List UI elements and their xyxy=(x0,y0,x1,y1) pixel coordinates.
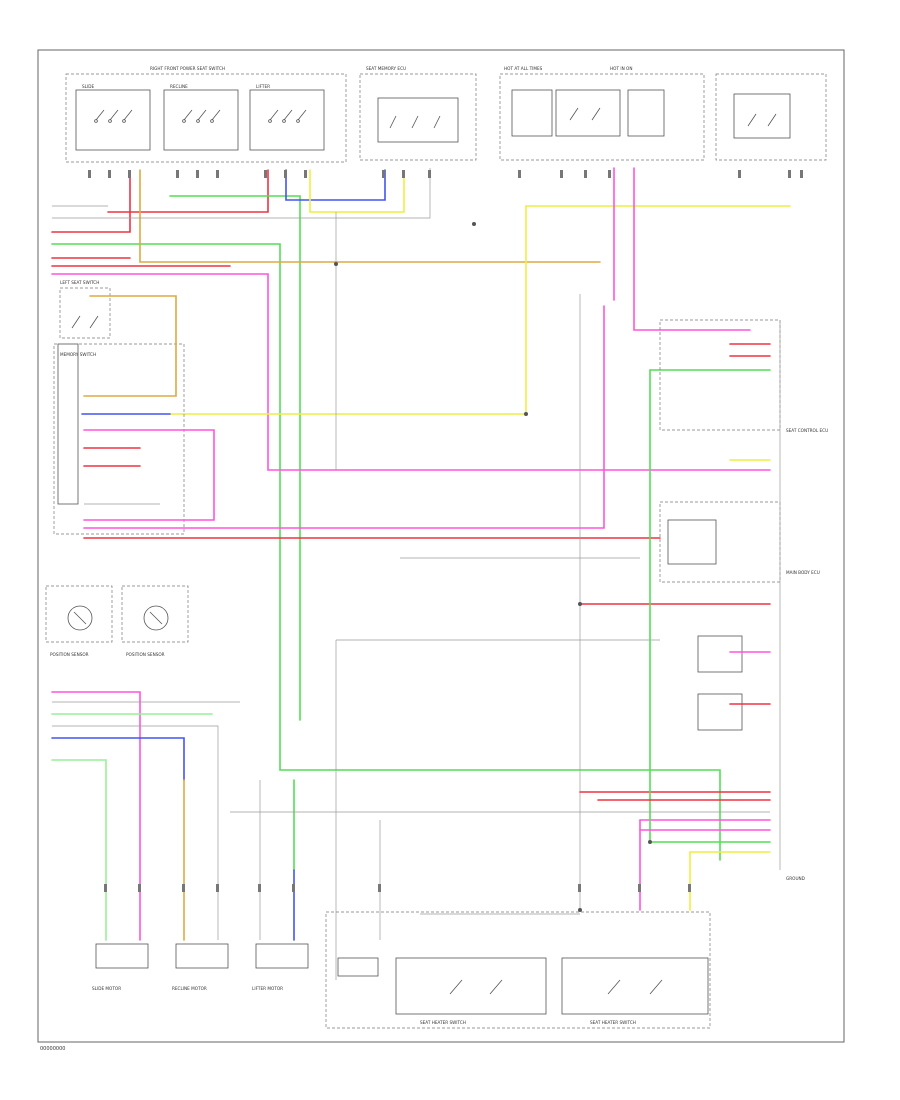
bottom-switch-boxes xyxy=(325,911,711,1029)
label-pos-sensor-a: POSITION SENSOR xyxy=(50,652,89,657)
label-bottom-motor-c: LIFTER MOTOR xyxy=(252,986,283,991)
left-lower-wires xyxy=(51,691,295,941)
bottom-motor-boxes xyxy=(95,943,379,977)
label-right-ecu: MAIN BODY ECU xyxy=(786,570,820,575)
label-fuse-b: HOT IN ON xyxy=(610,66,632,71)
label-mem-sw: MEMORY SWITCH xyxy=(60,352,96,357)
top-right-boxes xyxy=(499,73,827,161)
top-ecu-box xyxy=(359,73,477,161)
top-wire-bus xyxy=(51,168,791,861)
label-bottom-motor-a: SLIDE MOTOR xyxy=(92,986,121,991)
label-left-sw: LEFT SEAT SWITCH xyxy=(60,280,99,285)
right-ecu-column xyxy=(597,319,781,870)
label-bottom-sw-b: SEAT HEATER SWITCH xyxy=(590,1020,636,1025)
label-top-sw-group: RIGHT FRONT POWER SEAT SWITCH xyxy=(150,66,225,71)
label-bottom-motor-b: RECLINE MOTOR xyxy=(172,986,207,991)
splice-points xyxy=(334,222,652,912)
top-switch-group xyxy=(65,73,347,163)
label-bottom-sw-a: SEAT HEATER SWITCH xyxy=(420,1020,466,1025)
footer-code: 00000000 xyxy=(40,1046,65,1052)
label-fuse-a: HOT AT ALL TIMES xyxy=(504,66,543,71)
label-ecu-top: SEAT MEMORY ECU xyxy=(366,66,406,71)
label-ctrl-ecu: SEAT CONTROL ECU xyxy=(786,428,828,433)
diagram-frame xyxy=(37,49,845,1043)
label-pos-sensor-b: POSITION SENSOR xyxy=(126,652,165,657)
position-sensors xyxy=(45,585,189,643)
label-sw-a: SLIDE xyxy=(82,84,94,89)
label-ground: GROUND xyxy=(786,876,805,881)
label-sw-c: LIFTER xyxy=(256,84,270,89)
center-wires xyxy=(230,167,771,980)
left-switch-group xyxy=(53,287,661,539)
label-sw-b: RECLINE xyxy=(170,84,188,89)
connector-pins xyxy=(88,170,803,892)
